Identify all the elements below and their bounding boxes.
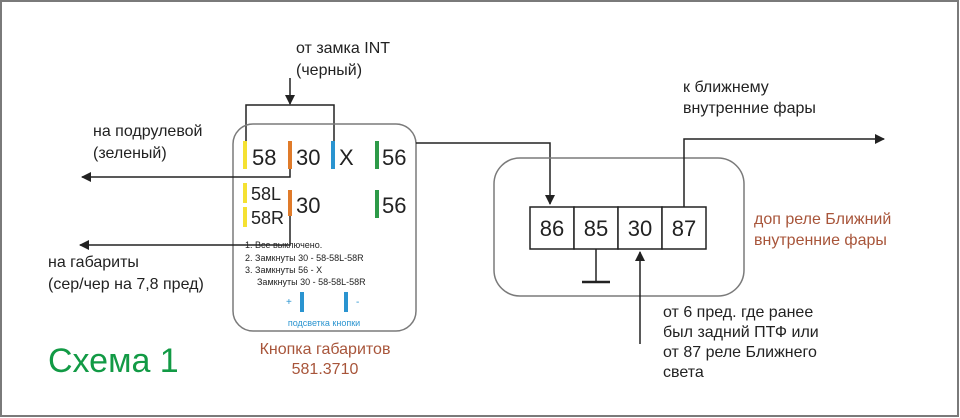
pin-56b-label: 56	[382, 193, 406, 218]
pin-30-bar	[288, 141, 292, 169]
relay-pin-85-cell	[573, 206, 619, 250]
note-4: Замкнуты 30 - 58-58L-58R	[257, 277, 366, 287]
pin-58r-label: 58R	[251, 208, 284, 228]
steering-wire	[81, 169, 291, 182]
steering-color-label: (зеленый)	[93, 145, 167, 162]
relay-pin-86-cell	[529, 206, 575, 250]
pin-58-bar	[243, 141, 247, 169]
backlight-label: подсветка кнопки	[288, 318, 360, 328]
scheme-title: Схема 1	[48, 342, 179, 380]
parking-color-label: (сер/чер на 7,8 пред)	[48, 276, 204, 293]
pin-30-label: 30	[296, 145, 320, 170]
relay-pin-86: 86	[540, 216, 564, 241]
pin-30b-label: 30	[296, 193, 320, 218]
relay-label: доп реле Ближний	[754, 211, 891, 228]
note-3: 3. Замкнуты 56 - Х	[245, 265, 322, 275]
relay-box	[493, 157, 745, 297]
button-part-number: 581.3710	[292, 361, 359, 378]
pin-30b-bar	[288, 190, 292, 216]
pin-x-bar	[331, 141, 335, 169]
ignition-color-label: (черный)	[296, 62, 362, 79]
backlight-minus-bar	[344, 292, 348, 312]
pin-x-label: X	[339, 145, 354, 170]
button-caption: Кнопка габаритов	[260, 341, 391, 358]
pin-56-label: 56	[382, 145, 406, 170]
source-note-4: света	[663, 364, 704, 381]
relay-pin-85: 85	[584, 216, 608, 241]
steering-label: на подрулевой	[93, 123, 202, 140]
source-note-3: от 87 реле Ближнего	[663, 344, 817, 361]
source-note-1: от 6 пред. где ранее	[663, 304, 813, 321]
pin-56b-bar	[375, 190, 379, 218]
relay-pin-87: 87	[672, 216, 696, 241]
relay-pin-30: 30	[628, 216, 652, 241]
pin-58l-label: 58L	[251, 184, 281, 204]
relay-label-2: внутренние фары	[754, 232, 887, 249]
parking-wire	[79, 216, 291, 250]
relay-pin-30-cell	[617, 206, 663, 250]
note-2: 2. Замкнуты 30 - 58-58L-58R	[245, 253, 364, 263]
lowbeam-label-2: внутренние фары	[683, 100, 816, 117]
ignition-label: от замка INT	[296, 40, 390, 57]
output-87-wire	[683, 134, 885, 207]
backlight-plus: +	[286, 297, 292, 308]
parking-label: на габариты	[48, 254, 139, 271]
pin-58l-bar	[243, 183, 247, 203]
source-note-2: был задний ПТФ или	[663, 324, 819, 341]
backlight-minus: -	[356, 297, 359, 308]
pin-58-label: 58	[252, 145, 276, 170]
pin-56-bar	[375, 141, 379, 169]
button-box	[232, 123, 417, 332]
lowbeam-label: к ближнему	[683, 79, 769, 96]
backlight-plus-bar	[300, 292, 304, 312]
pin-58r-bar	[243, 207, 247, 227]
wire-56-to-86	[416, 142, 555, 205]
